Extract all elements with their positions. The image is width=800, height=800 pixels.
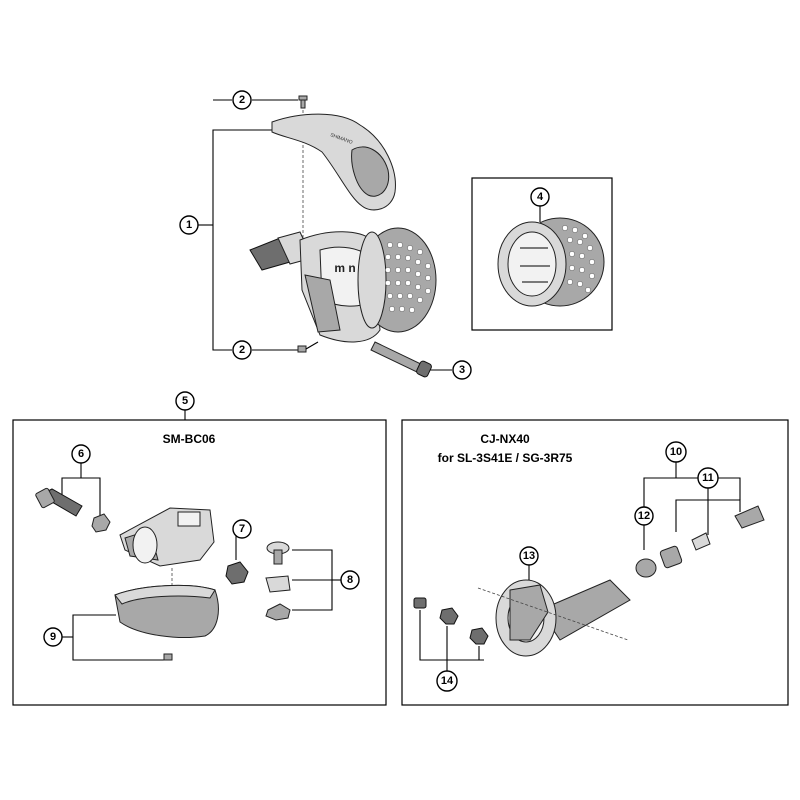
cj-nx40-subheading: for SL-3S41E / SG-3R75 (438, 451, 573, 465)
svg-text:12: 12 (638, 510, 650, 522)
screw-top (298, 95, 308, 109)
callout-2-top: 2 (232, 90, 252, 110)
callout-7: 7 (232, 519, 252, 539)
svg-text:6: 6 (78, 448, 84, 460)
shifter-body: m n (249, 227, 437, 343)
svg-text:8: 8 (347, 574, 353, 586)
svg-text:2: 2 (239, 94, 245, 106)
callout-1: 1 (179, 215, 199, 235)
callout-2-bottom: 2 (232, 340, 252, 360)
callout-3: 3 (452, 360, 472, 380)
clamp-body (119, 507, 215, 567)
svg-text:7: 7 (239, 523, 245, 535)
callout-10: 10 (665, 441, 687, 463)
callout-13: 13 (519, 546, 539, 566)
callout-9: 9 (43, 627, 63, 647)
callout-8: 8 (340, 570, 360, 590)
callout-5: 5 (175, 391, 195, 411)
callout-4: 4 (530, 187, 550, 207)
sm-bc06-heading: SM-BC06 (163, 432, 216, 446)
cover-part: SHIMANO (271, 113, 396, 211)
svg-text:10: 10 (670, 446, 682, 458)
svg-text:5: 5 (182, 395, 188, 407)
cj-nx40-panel: CJ-NX40 for SL-3S41E / SG-3R75 10 11 12 (401, 419, 789, 706)
screw-bottom (297, 341, 319, 353)
svg-text:9: 9 (50, 631, 56, 643)
svg-text:1: 1 (186, 219, 192, 231)
callout-14: 14 (436, 670, 458, 692)
shifter-assembly: SHIMANO m n (179, 90, 472, 380)
svg-text:14: 14 (441, 675, 454, 687)
sm-bc06-panel: 5 SM-BC06 6 7 (12, 391, 387, 706)
long-bolt (370, 341, 432, 378)
svg-text:13: 13 (523, 550, 535, 562)
svg-text:3: 3 (459, 364, 465, 376)
svg-text:m n: m n (334, 261, 355, 275)
grip-panel: 4 (471, 177, 613, 331)
svg-text:4: 4 (537, 191, 544, 203)
grip-texture (385, 242, 431, 313)
callout-11: 11 (697, 467, 719, 489)
svg-text:11: 11 (702, 472, 714, 484)
callout-6: 6 (71, 444, 91, 464)
svg-text:2: 2 (239, 344, 245, 356)
bracket-1 (212, 129, 272, 351)
callout-12: 12 (634, 506, 654, 526)
cassette-joint (495, 579, 631, 657)
cj-nx40-heading: CJ-NX40 (480, 432, 530, 446)
